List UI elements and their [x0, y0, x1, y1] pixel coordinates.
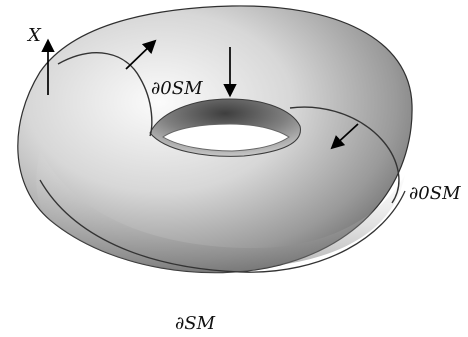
vector-arrows	[41, 38, 359, 150]
inner-boundary-label: ∂0SM	[151, 78, 203, 99]
upper-left-arrow	[125, 39, 157, 70]
boundary-left-arc	[57, 52, 153, 137]
boundary-right-arc	[289, 106, 400, 204]
labels: X ∂0SM ∂0SM ∂SM	[26, 25, 461, 334]
torus-hole	[149, 98, 301, 157]
boundary-bottom-curve	[39, 179, 406, 273]
right-boundary-label: ∂0SM	[409, 183, 461, 204]
bottom-boundary-label: ∂SM	[175, 313, 216, 334]
x-vector-label: X	[26, 25, 42, 46]
boundary-curves	[39, 52, 406, 273]
right-arrow	[330, 123, 359, 150]
